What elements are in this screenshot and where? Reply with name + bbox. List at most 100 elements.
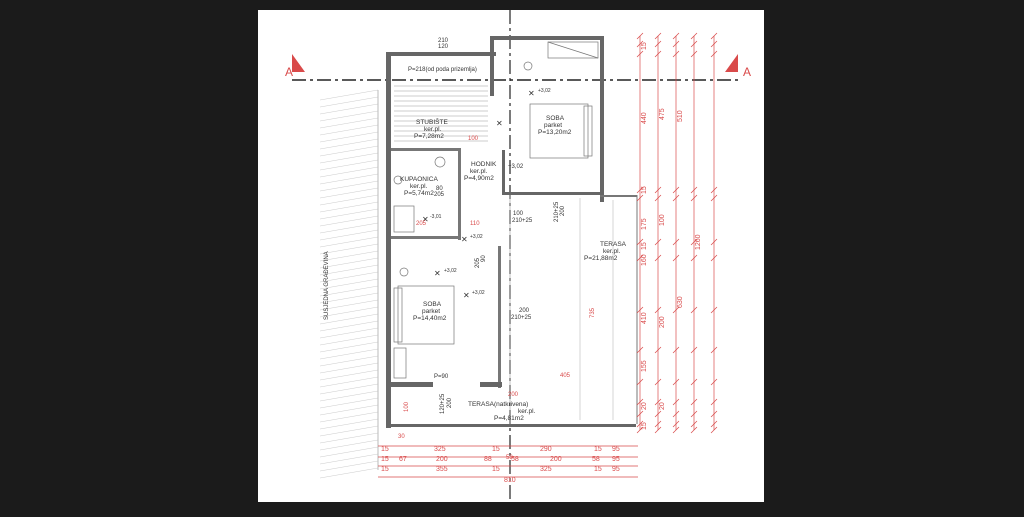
svg-text:-3,01: -3,01 xyxy=(430,214,442,220)
svg-text:200: 200 xyxy=(519,308,530,314)
svg-text:P=13,20m2: P=13,20m2 xyxy=(538,129,572,136)
svg-text:205: 205 xyxy=(434,192,445,198)
level-marker-icon: ✕ xyxy=(461,235,468,244)
wardrobe-lower xyxy=(393,347,407,379)
svg-text:210+25: 210+25 xyxy=(554,201,560,222)
bathtub xyxy=(393,205,415,233)
svg-text:15: 15 xyxy=(594,466,602,473)
svg-text:205: 205 xyxy=(475,257,481,268)
svg-text:90: 90 xyxy=(481,255,487,262)
svg-text:210+25: 210+25 xyxy=(511,315,532,321)
svg-text:15: 15 xyxy=(492,446,500,453)
svg-text:410: 410 xyxy=(641,312,648,324)
svg-text:HODNIK: HODNIK xyxy=(471,161,497,168)
svg-text:20: 20 xyxy=(659,402,666,410)
svg-text:355: 355 xyxy=(436,466,448,473)
svg-text:15: 15 xyxy=(492,466,500,473)
drawing-sheet: A A SUSJEDNA GRAĐEVINA xyxy=(258,10,764,502)
sink xyxy=(393,175,403,185)
svg-text:95: 95 xyxy=(612,466,620,473)
svg-text:120: 120 xyxy=(438,44,449,50)
svg-text:+3,02: +3,02 xyxy=(538,88,551,94)
svg-text:160: 160 xyxy=(641,254,648,266)
room-soba-upper: SOBA parket P=13,20m2 xyxy=(538,115,572,136)
svg-text:325: 325 xyxy=(434,446,446,453)
svg-text:405: 405 xyxy=(560,373,571,379)
svg-text:205: 205 xyxy=(416,221,427,227)
svg-text:58: 58 xyxy=(506,455,513,461)
svg-text:210: 210 xyxy=(438,38,449,44)
svg-text:210+25: 210+25 xyxy=(512,218,533,224)
level-markers: ✕ +3,02 ✕ -3,01 ✕ +3,02 ✕ +3,02 ✕ +3,02 … xyxy=(422,88,551,300)
svg-text:95: 95 xyxy=(612,446,620,453)
room-kupaonica: KUPAONICA ker.pl. P=5,74m2 xyxy=(400,176,438,197)
toilet xyxy=(434,156,446,168)
stairs xyxy=(394,85,488,142)
svg-text:KUPAONICA: KUPAONICA xyxy=(400,176,438,183)
svg-text:15: 15 xyxy=(381,466,389,473)
svg-text:15: 15 xyxy=(641,42,648,50)
dimensions-bottom: 15 325 15 290 15 95 15 67 200 88 58 200 … xyxy=(381,446,620,484)
level-marker-icon: ✕ xyxy=(496,119,503,128)
svg-text:200: 200 xyxy=(436,456,448,463)
svg-text:200: 200 xyxy=(508,392,519,398)
svg-text:P=90: P=90 xyxy=(434,374,449,380)
svg-text:SOBA: SOBA xyxy=(423,301,442,308)
svg-text:ker.pl.: ker.pl. xyxy=(424,126,442,133)
svg-text:ker.pl.: ker.pl. xyxy=(603,248,621,255)
svg-text:100: 100 xyxy=(404,401,410,412)
stair-height-note: P=218(od poda prizemlja) xyxy=(408,67,477,73)
dimension-ticks-right xyxy=(636,32,718,434)
svg-text:120+25: 120+25 xyxy=(440,393,446,414)
svg-text:175: 175 xyxy=(641,218,648,230)
svg-text:30: 30 xyxy=(398,434,405,440)
svg-text:+3,02: +3,02 xyxy=(508,164,524,170)
inner-dimensions: 210 120 100 80 205 205 110 100 210+25 21… xyxy=(398,38,596,461)
svg-text:parket: parket xyxy=(544,122,562,129)
svg-text:ker.pl.: ker.pl. xyxy=(518,408,536,415)
svg-text:+3,02: +3,02 xyxy=(472,290,485,296)
walls xyxy=(386,36,638,428)
svg-text:100: 100 xyxy=(513,211,524,217)
svg-text:TERASA: TERASA xyxy=(600,241,627,248)
svg-text:SOBA: SOBA xyxy=(546,115,565,122)
level-marker-icon: ✕ xyxy=(422,215,429,224)
neighbor-building-label: SUSJEDNA GRAĐEVINA xyxy=(324,251,330,320)
room-terasa: TERASA ker.pl. P=21,88m2 xyxy=(584,241,627,262)
svg-text:+3,02: +3,02 xyxy=(470,234,483,240)
svg-text:P=5,74m2: P=5,74m2 xyxy=(404,190,434,197)
svg-text:P=21,88m2: P=21,88m2 xyxy=(584,255,618,262)
svg-text:58: 58 xyxy=(592,456,600,463)
dimension-lines-bottom xyxy=(378,445,638,478)
svg-text:P=4,81m2: P=4,81m2 xyxy=(494,415,524,422)
svg-text:440: 440 xyxy=(641,112,648,124)
svg-text:510: 510 xyxy=(677,110,684,122)
svg-text:735: 735 xyxy=(590,307,596,318)
level-marker-icon: ✕ xyxy=(434,269,441,278)
svg-text:200: 200 xyxy=(659,316,666,328)
svg-text:ker.pl.: ker.pl. xyxy=(410,183,428,190)
svg-text:200: 200 xyxy=(447,397,453,408)
svg-text:parket: parket xyxy=(422,308,440,315)
dimension-lines-right xyxy=(639,36,715,430)
svg-text:155: 155 xyxy=(641,360,648,372)
room-soba-lower: SOBA parket P=14,40m2 xyxy=(413,301,447,322)
svg-text:100: 100 xyxy=(659,214,666,226)
svg-text:810: 810 xyxy=(504,477,516,484)
svg-text:1260: 1260 xyxy=(695,234,702,250)
svg-text:475: 475 xyxy=(659,108,666,120)
level-marker-icon: ✕ xyxy=(463,291,470,300)
furniture xyxy=(393,41,599,379)
svg-text:15: 15 xyxy=(381,456,389,463)
svg-text:325: 325 xyxy=(540,466,552,473)
svg-text:+3,02: +3,02 xyxy=(444,268,457,274)
svg-text:58: 58 xyxy=(511,456,519,463)
svg-text:15: 15 xyxy=(641,422,648,430)
svg-text:P=14,40m2: P=14,40m2 xyxy=(413,315,447,322)
svg-text:95: 95 xyxy=(612,456,620,463)
svg-text:20: 20 xyxy=(641,402,648,410)
level-marker-icon: ✕ xyxy=(528,89,535,98)
dimensions-right: 15 15 15 15 440 175 160 410 155 20 475 1… xyxy=(641,42,702,430)
svg-text:15: 15 xyxy=(641,242,648,250)
section-arrow-left-icon xyxy=(292,54,305,72)
